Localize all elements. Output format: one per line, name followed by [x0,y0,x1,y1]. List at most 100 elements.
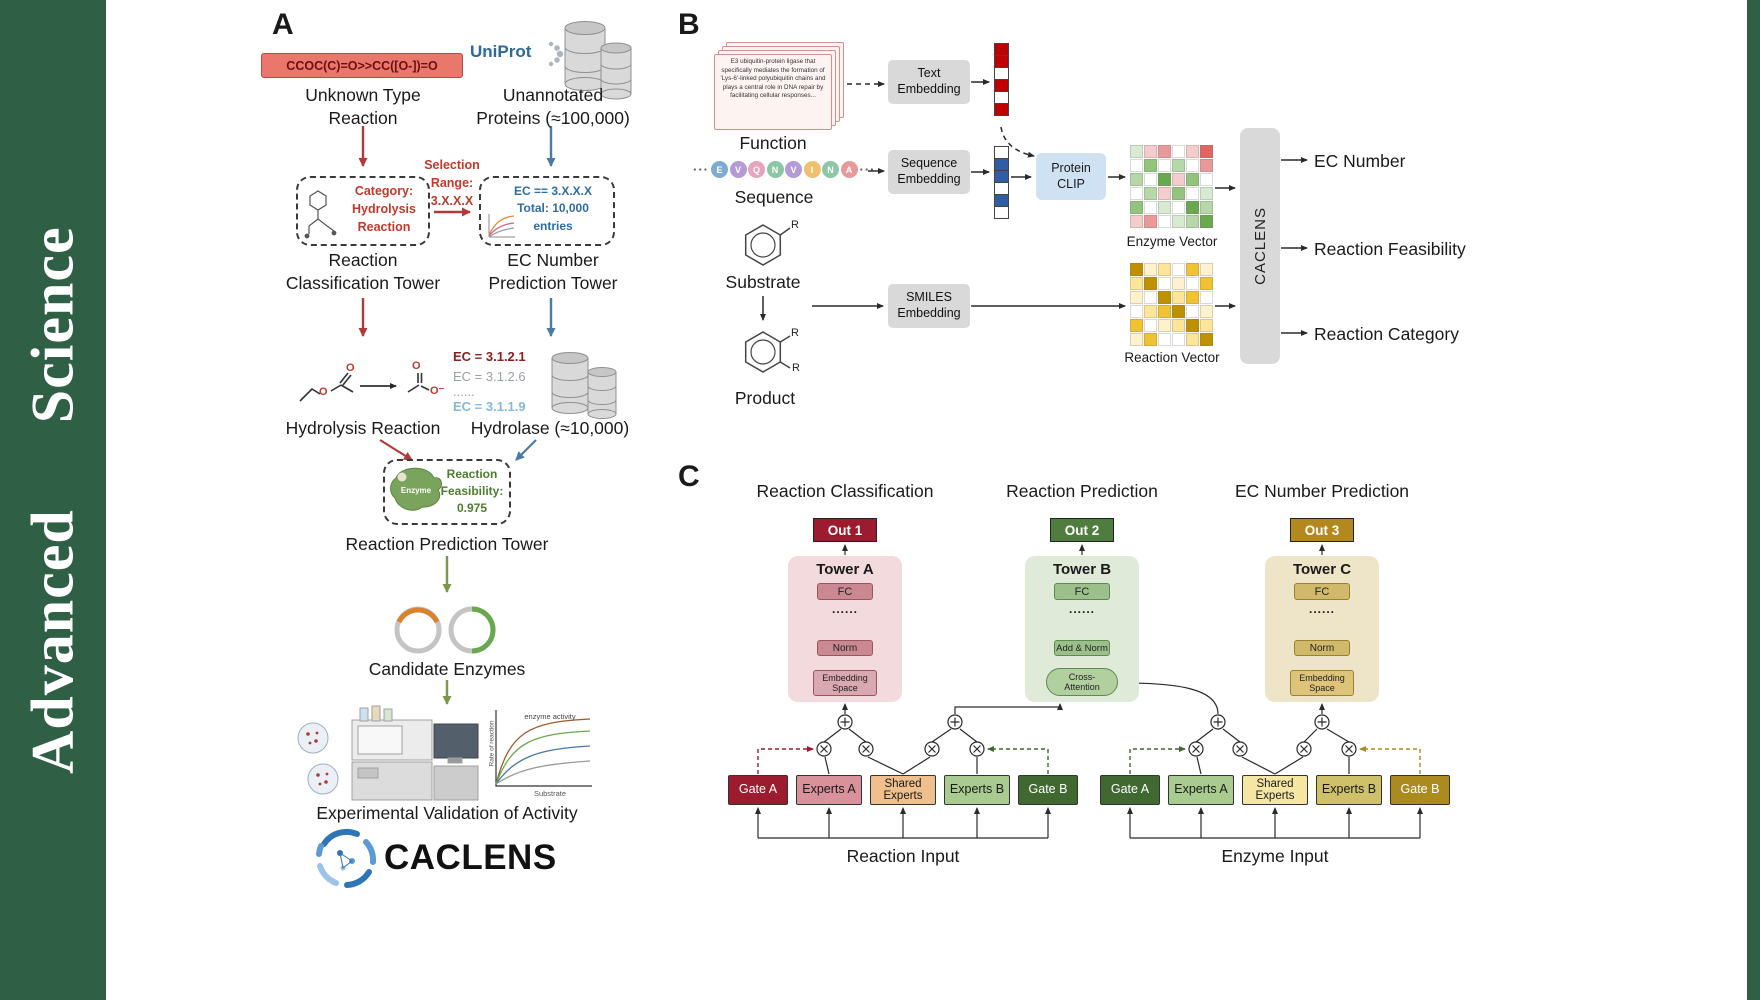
microscopy-samples-icon [297,722,339,795]
ec-entry-1: EC = 3.1.2.1 [453,349,526,364]
reaction-gate-b-box: Gate B [1018,775,1078,805]
oxygen-atom-label: O [346,362,355,374]
oxygen-atom-label: O [319,386,328,398]
journal-band: Advanced Science [0,0,106,1000]
uniprot-logo-text: UniProt [470,42,532,61]
text-embedding-vector [994,43,1009,116]
tower-c-norm: Norm [1294,640,1350,656]
reaction-gate-a-box: Gate A [728,775,788,805]
plot-title: enzyme activity [524,712,576,721]
journal-band-right [1747,0,1760,1000]
caclens-block: CACLENS [1240,128,1280,364]
out-3-box: Out 3 [1290,518,1354,542]
reaction-prediction-tower-label: Reaction Prediction Tower [345,534,549,554]
function-card-front [714,54,832,130]
reaction-experts-a-box: Experts A [796,775,862,805]
unknown-reaction-label: Unknown Type Reaction [305,85,421,128]
header-ec-number-prediction: EC Number Prediction [1234,481,1410,501]
sequence-embedding-vector [994,146,1009,219]
output-reaction-feasibility: Reaction Feasibility [1314,239,1466,259]
sequence-ellipsis-left: ··· [693,162,709,177]
ec-entry-2: EC = 3.1.2.6 [453,369,526,384]
tower-a-fc: FC [817,583,873,600]
function-label: Function [739,133,807,153]
plot-x-axis-label: Substrate [533,789,567,798]
tower-c-title: Tower C [1292,561,1352,578]
candidate-enzyme-plasmids-icon [394,606,496,654]
feasibility-score-text: Reaction Feasibility: 0.975 [440,467,504,515]
oxygen-anion-label: O⁻ [430,385,445,397]
enzyme-experts-b-box: Experts B [1316,775,1382,805]
hydrolase-label: Hydrolase (≈10,000) [470,418,630,438]
panel-c-sum-product-nodes [816,714,1357,757]
reaction-experts-b-box: Experts B [944,775,1010,805]
enzyme-gate-a-box: Gate A [1100,775,1160,805]
out-1-box: Out 1 [813,518,877,542]
candidate-enzymes-label: Candidate Enzymes [368,659,526,679]
reaction-classification-box [296,176,430,246]
smiles-embedding-box: SMILES Embedding [888,284,970,328]
output-ec-number: EC Number [1314,151,1406,171]
panel-a-label: A [272,8,294,41]
tower-c-embedding-space: Embedding Space [1290,670,1354,696]
protein-clip-box: Protein CLIP [1036,153,1106,200]
selection-range-label: Selection Range: 3.X.X.X [424,158,480,208]
panel-c-label: C [678,460,700,493]
tower-b-title: Tower B [1052,561,1112,578]
ec-prediction-box [479,176,615,246]
reaction-vector-matrix [1130,263,1213,346]
tower-b-add-norm: Add & Norm [1054,640,1110,656]
out-2-box: Out 2 [1050,518,1114,542]
tower-b-dots: ...... [1068,602,1095,616]
substrate-product-structures [744,224,791,373]
text-embedding-box: Text Embedding [888,60,970,104]
plot-y-axis-label: Rate of reaction [488,720,496,767]
smiles-reaction-box: CCOC(C)=O>>CC([O-])=O [261,53,463,78]
tower-a-dots: ...... [831,602,858,616]
panel-b-label: B [678,8,700,41]
classification-tower-label: Reaction Classification Tower [285,250,441,293]
substrate-label: Substrate [725,272,801,292]
output-reaction-category: Reaction Category [1314,324,1459,344]
ec-entry-ellipsis: ...... [453,384,475,399]
header-reaction-prediction: Reaction Prediction [1006,481,1158,501]
tower-a-embedding-space: Embedding Space [813,670,877,696]
product-label: Product [734,388,796,408]
sequence-embedding-box: Sequence Embedding [888,150,970,194]
oxygen-atom-label: O [412,360,421,372]
r-group-label: R [791,327,799,339]
tower-a-norm: Norm [817,640,873,656]
category-hydrolysis-text: Category: Hydrolysis Reaction [352,184,416,234]
reaction-input-label: Reaction Input [846,846,960,866]
ec-total-text: EC == 3.X.X.X Total: 10,000 entries [513,184,593,233]
reaction-vector-label: Reaction Vector [1124,350,1220,365]
tower-c-dots: ...... [1308,602,1335,616]
enzyme-shared-experts-box: Shared Experts [1242,775,1308,805]
ec-entry-3: EC = 3.1.1.9 [453,399,526,414]
r-group-label: R [792,362,800,374]
sequence-ellipsis-right: ··· [859,162,876,177]
activity-plot-curves [495,710,592,787]
header-reaction-classification: Reaction Classification [756,481,934,501]
caclens-wordmark: CACLENS [384,838,557,877]
sequence-label: Sequence [734,187,814,207]
reaction-feasibility-box [383,459,511,525]
caclens-logo-icon [316,828,377,888]
experimental-validation-label: Experimental Validation of Activity [316,803,578,823]
panel-c-gate-arrows [757,746,1421,774]
enzyme-experts-a-box: Experts A [1168,775,1234,805]
caclens-block-label: CACLENS [1251,207,1269,285]
enzyme-blob-label: Enzyme [400,486,432,495]
ec-number-tower-label: EC Number Prediction Tower [488,250,618,293]
hplc-instrument-icon [351,705,479,801]
unannotated-proteins-label: Unannotated Proteins (≈100,000) [476,85,630,128]
tower-a-title: Tower A [816,561,874,578]
enzyme-vector-label: Enzyme Vector [1126,234,1218,249]
enzyme-gate-b-box: Gate B [1390,775,1450,805]
tower-b-cross-attention: Cross- Attention [1046,668,1118,696]
enzyme-vector-matrix [1130,145,1213,228]
r-group-label: R [791,219,799,231]
